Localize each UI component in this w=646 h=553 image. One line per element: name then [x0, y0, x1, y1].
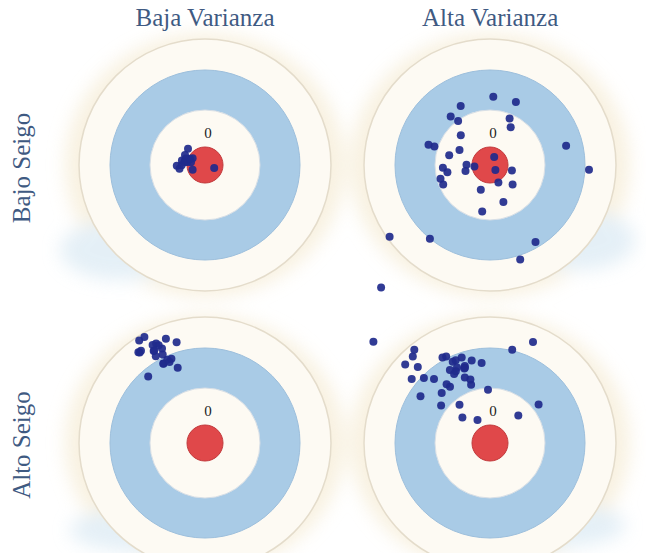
- center-label: 0: [489, 404, 497, 419]
- target-rings: [360, 313, 620, 553]
- target: 0: [360, 313, 620, 553]
- target: 0: [360, 35, 620, 295]
- target: 0: [75, 35, 335, 295]
- column-header: Baja Varianza: [136, 4, 275, 32]
- center-label: 0: [204, 404, 212, 419]
- target-rings: [360, 35, 620, 295]
- target-rings: [75, 35, 335, 295]
- row-header: Alto Seigo: [8, 391, 36, 499]
- target-rings: [75, 313, 335, 553]
- center-label: 0: [204, 126, 212, 141]
- target: 0: [75, 313, 335, 553]
- row-header: Bajo Seigo: [8, 113, 36, 223]
- center-label: 0: [489, 126, 497, 141]
- column-header: Alta Varianza: [422, 4, 558, 32]
